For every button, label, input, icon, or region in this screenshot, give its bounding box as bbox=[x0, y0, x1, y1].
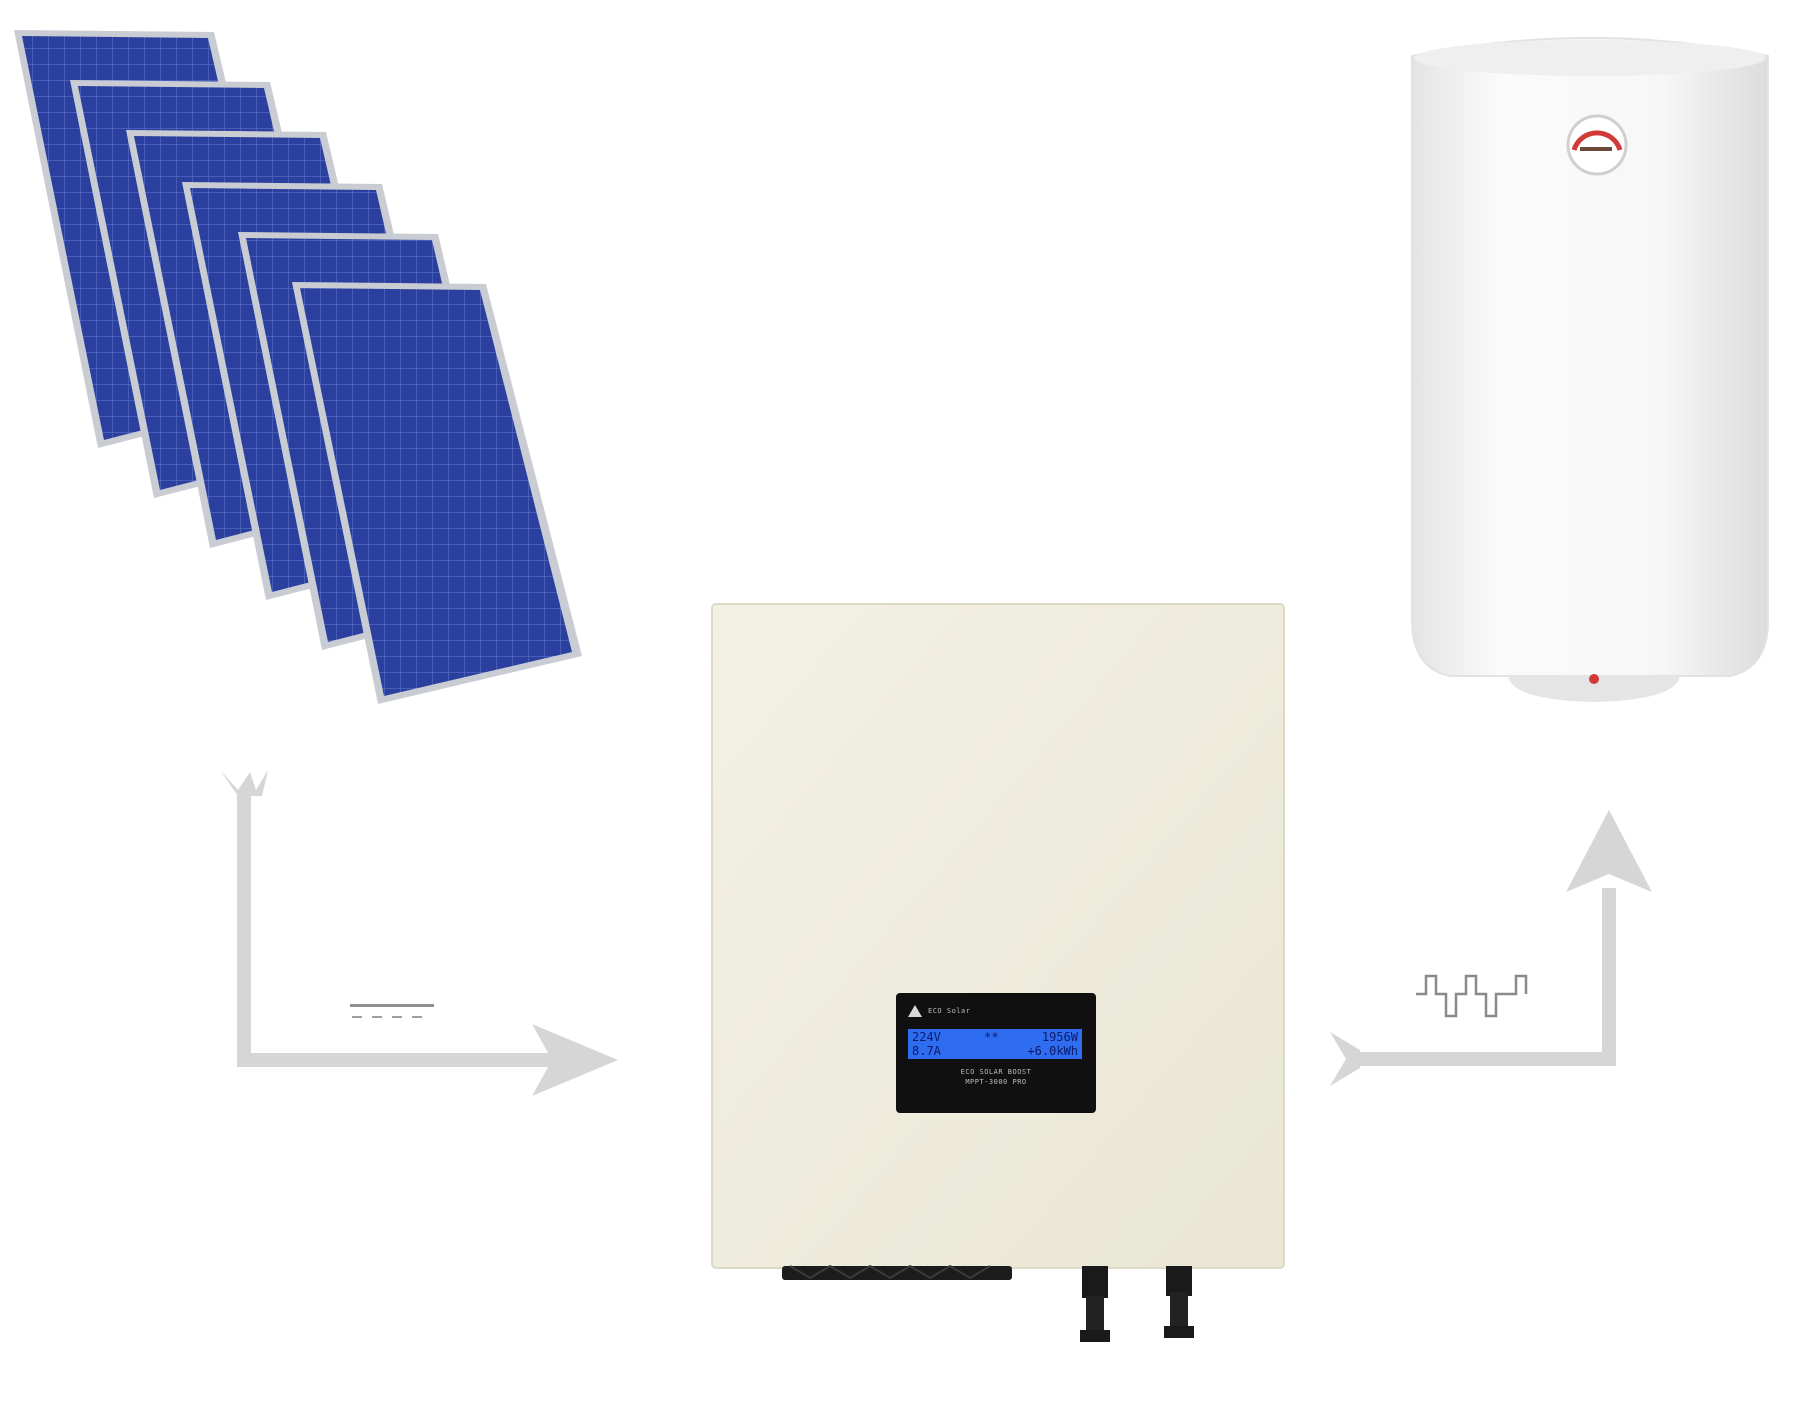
lcd-screen: 224V ** 1956W 8.7A +6.0kWh bbox=[908, 1029, 1082, 1059]
lcd-indicator: ** bbox=[984, 1030, 999, 1044]
solar-panels-icon bbox=[14, 30, 582, 704]
inverter-icon bbox=[711, 603, 1285, 1342]
caption-line-2: MPPT-3000 PRO bbox=[965, 1078, 1027, 1086]
caption-line-1: ECO SOLAR BOOST bbox=[960, 1068, 1032, 1076]
lcd-energy: +6.0kWh bbox=[1027, 1044, 1078, 1058]
brand-text: ECO Solar bbox=[928, 1007, 971, 1015]
ac-flow-arrow bbox=[1330, 810, 1652, 1086]
lcd-voltage: 224V bbox=[912, 1030, 941, 1044]
temperature-gauge-icon bbox=[1566, 114, 1628, 176]
lcd-current: 8.7A bbox=[912, 1044, 941, 1058]
inverter-brand: ECO Solar bbox=[908, 1003, 1084, 1019]
water-heater-icon bbox=[1411, 37, 1769, 702]
lcd-row-2: 8.7A +6.0kWh bbox=[912, 1044, 1078, 1058]
brand-logo-icon bbox=[908, 1005, 922, 1017]
lcd-power: 1956W bbox=[1041, 1030, 1078, 1044]
solar-panel-6 bbox=[292, 282, 582, 704]
lcd-row-1: 224V ** 1956W bbox=[912, 1030, 1078, 1044]
dc-symbol-icon bbox=[350, 1004, 434, 1018]
square-wave-symbol-icon bbox=[1416, 974, 1528, 1018]
inverter-display: ECO Solar 224V ** 1956W 8.7A +6.0kWh ECO… bbox=[896, 993, 1096, 1113]
dc-flow-arrow bbox=[220, 770, 618, 1096]
inverter-caption: ECO SOLAR BOOST MPPT-3000 PRO bbox=[908, 1067, 1084, 1087]
